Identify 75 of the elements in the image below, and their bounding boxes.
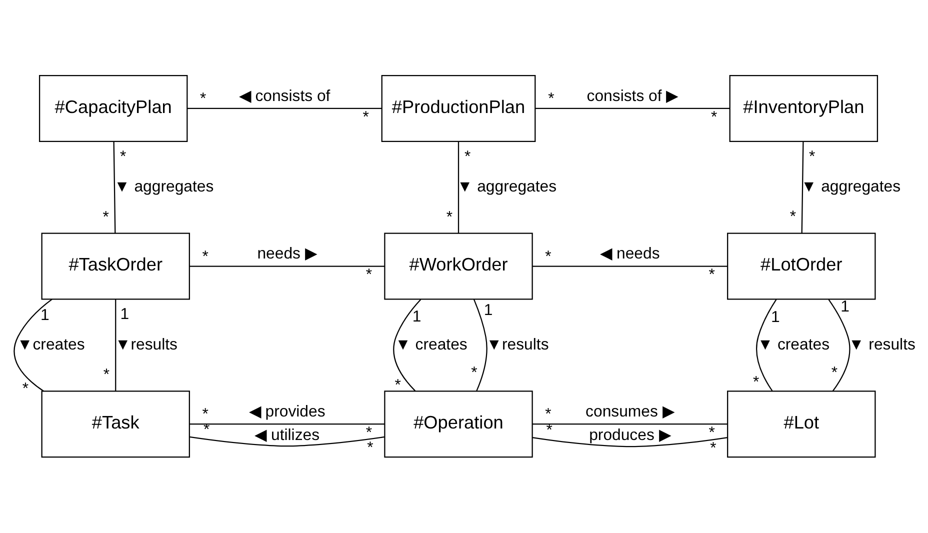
edge-label: ◀ consists of bbox=[238, 88, 330, 105]
edge-label: consists of ▶ bbox=[586, 88, 678, 105]
connector bbox=[828, 299, 850, 392]
label: 1 bbox=[120, 306, 129, 324]
label: * bbox=[830, 364, 838, 382]
label: * bbox=[120, 148, 126, 166]
connector bbox=[186, 108, 382, 110]
edge-label: ▼ aggregates bbox=[456, 178, 556, 196]
connector bbox=[800, 141, 804, 234]
node-box: #TaskOrder bbox=[40, 232, 190, 300]
edge-label: ▼ aggregates bbox=[800, 178, 900, 196]
node-box: #CapacityPlan bbox=[38, 74, 188, 142]
connector bbox=[114, 299, 116, 392]
edge-label: ▼ results bbox=[848, 336, 915, 354]
connector bbox=[189, 424, 384, 425]
node-box: #WorkOrder bbox=[384, 232, 532, 300]
node-box: #ProductionPlan bbox=[380, 74, 536, 142]
edge-label: needs ▶ bbox=[256, 246, 316, 263]
edge-label: ▼ creates bbox=[394, 336, 467, 354]
edge-label: ▼ aggregates bbox=[114, 178, 214, 196]
connector bbox=[472, 299, 487, 392]
label: * bbox=[202, 406, 208, 424]
node-box: #Lot bbox=[726, 390, 876, 458]
label: * bbox=[470, 364, 477, 382]
label: * bbox=[546, 422, 552, 440]
node-box: #Task bbox=[40, 390, 190, 458]
edge-label: ◀ provides bbox=[248, 403, 325, 420]
connector bbox=[457, 141, 459, 234]
connector bbox=[392, 299, 421, 392]
connector bbox=[112, 141, 116, 234]
edge-label: ▼results bbox=[114, 336, 178, 354]
label: * bbox=[708, 424, 714, 442]
edge-label: produces ▶ bbox=[588, 427, 670, 444]
edge-label: ◀ utilizes bbox=[254, 427, 320, 444]
edge-label: consumes ▶ bbox=[585, 403, 674, 420]
label: * bbox=[544, 248, 551, 266]
label: * bbox=[789, 208, 796, 226]
connector bbox=[189, 266, 384, 267]
connector bbox=[532, 266, 728, 267]
edge-label: ▼creates bbox=[16, 336, 84, 354]
node-box: #Operation bbox=[384, 390, 532, 458]
label: 1 bbox=[770, 308, 780, 326]
node-box: #LotOrder bbox=[726, 232, 876, 300]
label: * bbox=[710, 108, 717, 126]
edge-label: ◀ needs bbox=[600, 246, 660, 263]
label: * bbox=[365, 266, 372, 284]
label: * bbox=[22, 380, 28, 398]
connector bbox=[13, 298, 52, 392]
connector bbox=[756, 299, 776, 392]
edge-label: ▼results bbox=[486, 336, 548, 354]
connector bbox=[532, 437, 728, 448]
label: * bbox=[710, 440, 716, 458]
label: 1 bbox=[483, 302, 492, 319]
label: 1 bbox=[840, 298, 850, 316]
connector bbox=[535, 108, 730, 110]
edge-label: ▼ creates bbox=[756, 336, 830, 354]
label: * bbox=[102, 208, 108, 226]
label: 1 bbox=[40, 307, 49, 324]
label: * bbox=[102, 366, 110, 384]
label: * bbox=[365, 424, 372, 442]
label: 1 bbox=[412, 308, 421, 326]
label: * bbox=[548, 90, 554, 108]
label: * bbox=[202, 248, 208, 266]
label: * bbox=[752, 374, 759, 391]
label: * bbox=[808, 148, 815, 166]
label: * bbox=[200, 90, 206, 108]
node-box: #InventoryPlan bbox=[728, 74, 878, 142]
connector bbox=[532, 424, 728, 425]
label: * bbox=[366, 439, 373, 456]
label: * bbox=[464, 148, 470, 166]
label: * bbox=[708, 266, 714, 284]
label: * bbox=[446, 208, 452, 226]
connector bbox=[189, 436, 384, 447]
label: * bbox=[544, 406, 551, 424]
label: * bbox=[362, 108, 368, 126]
